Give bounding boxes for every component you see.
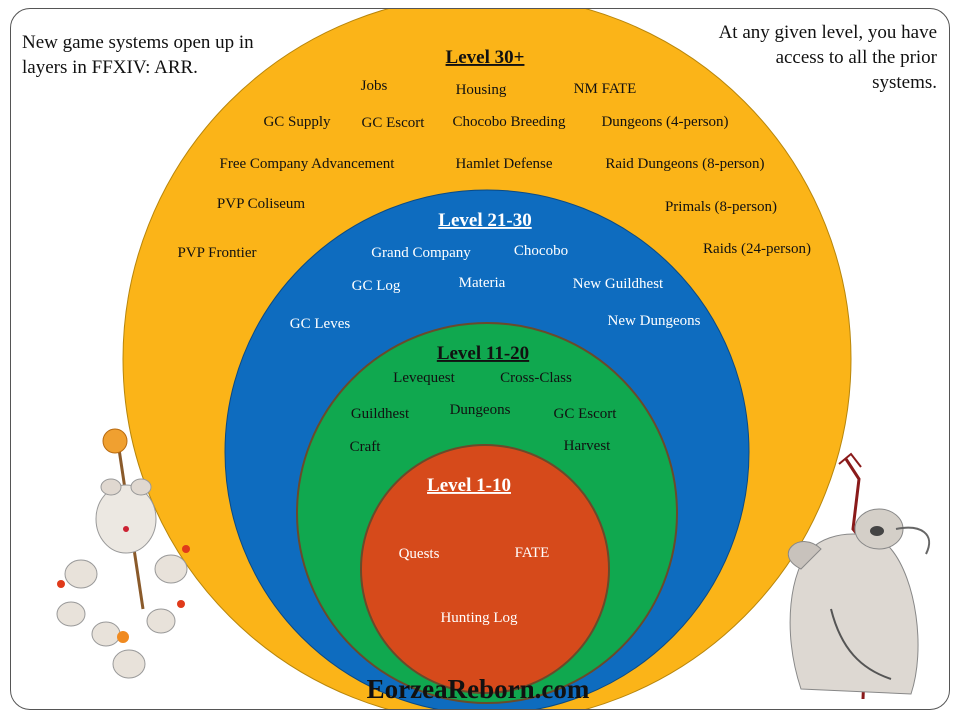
item-dungeons-4: Dungeons (4-person) <box>601 114 728 130</box>
item-cross-class: Cross-Class <box>500 370 572 386</box>
level-30-title: Level 30+ <box>446 47 525 68</box>
item-new-guildhest: New Guildhest <box>573 276 664 292</box>
item-hunting-log: Hunting Log <box>440 610 518 626</box>
moogle-group-illustration <box>56 428 190 679</box>
circle-level-1 <box>360 444 610 694</box>
item-gc-leves: GC Leves <box>290 316 351 332</box>
item-gc-escort-30: GC Escort <box>362 115 426 131</box>
site-footer: EorzeaReborn.com <box>367 674 590 704</box>
item-housing: Housing <box>456 82 507 98</box>
item-hamlet-defense: Hamlet Defense <box>455 156 552 172</box>
item-primals: Primals (8-person) <box>665 199 777 215</box>
level-11-title: Level 11-20 <box>437 343 529 364</box>
item-gc-supply: GC Supply <box>263 114 331 130</box>
level-21-title: Level 21-30 <box>438 210 531 231</box>
item-pvp-frontier: PVP Frontier <box>177 245 256 261</box>
item-materia: Materia <box>459 275 506 291</box>
hooded-villain-illustration <box>787 452 931 700</box>
item-dungeons: Dungeons <box>450 402 511 418</box>
item-new-dungeons: New Dungeons <box>608 313 701 329</box>
item-harvest: Harvest <box>564 438 611 454</box>
level-diagram: Level 30+ Jobs Housing NM FATE GC Supply… <box>56 9 931 709</box>
item-quests: Quests <box>399 546 440 562</box>
intro-note: New game systems open up in layers in FF… <box>22 32 254 78</box>
level-1-title: Level 1-10 <box>427 475 511 496</box>
item-gc-log: GC Log <box>352 278 401 294</box>
item-free-company: Free Company Advancement <box>220 156 396 172</box>
item-levequest: Levequest <box>393 370 455 386</box>
item-grand-company: Grand Company <box>371 245 471 261</box>
item-pvp-coliseum: PVP Coliseum <box>217 196 306 212</box>
item-chocobo-breeding: Chocobo Breeding <box>453 114 566 130</box>
access-note: At any given level, you have access to a… <box>718 22 937 93</box>
item-guildhest: Guildhest <box>351 406 410 422</box>
item-raid-dungeons: Raid Dungeons (8-person) <box>605 156 764 172</box>
item-chocobo: Chocobo <box>514 243 568 259</box>
item-fate: FATE <box>515 545 550 561</box>
item-nm-fate: NM FATE <box>574 81 637 97</box>
slide: Level 30+ Jobs Housing NM FATE GC Supply… <box>10 8 950 710</box>
item-craft: Craft <box>350 439 382 455</box>
item-raids-24: Raids (24-person) <box>703 241 811 257</box>
item-jobs: Jobs <box>361 78 388 94</box>
item-gc-escort-11: GC Escort <box>554 406 618 422</box>
